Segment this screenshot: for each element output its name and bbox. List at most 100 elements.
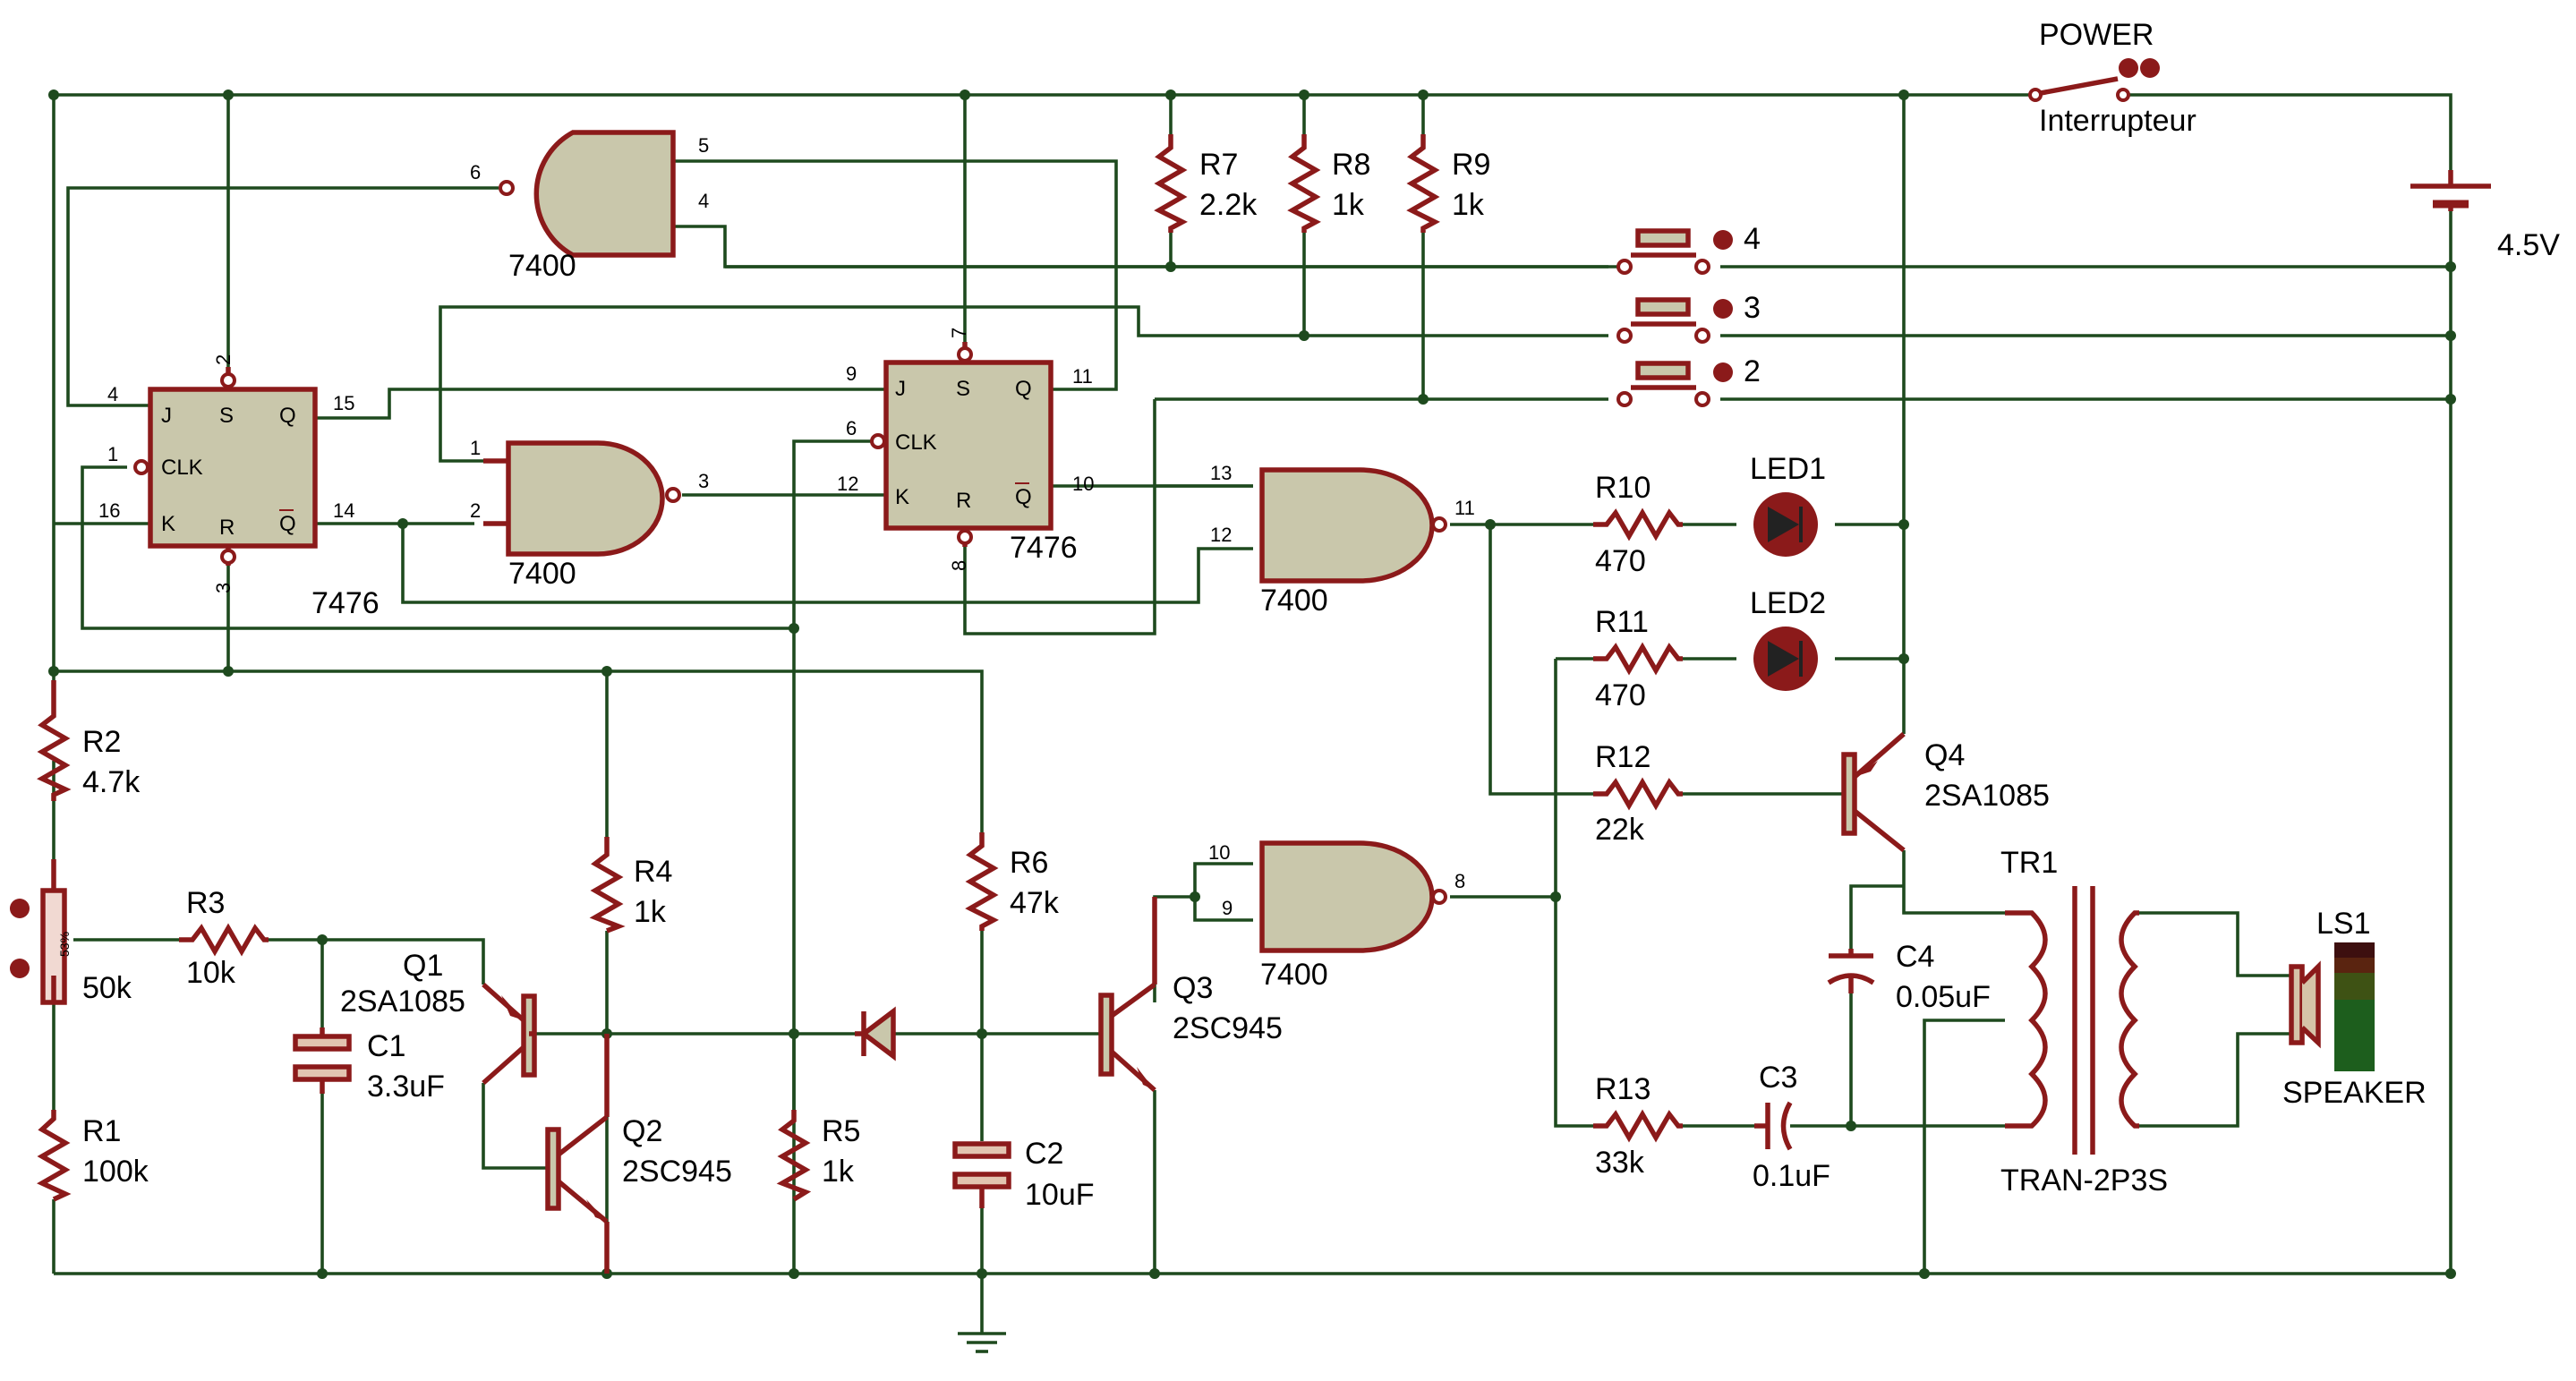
ls1-value: SPEAKER xyxy=(2282,1076,2427,1110)
ff1-q-label: Q xyxy=(279,404,296,428)
r4-value: 1k xyxy=(634,895,667,929)
r2-value: 4.7k xyxy=(82,765,141,799)
pot-down-icon[interactable] xyxy=(10,959,30,978)
r10-value: 470 xyxy=(1595,544,1646,578)
r9-name: R9 xyxy=(1452,148,1490,182)
pot-wiper-position: 53% xyxy=(57,932,72,957)
ff1-j-label: J xyxy=(161,404,172,428)
transformer-tr1: TR1 TRAN-2P3S xyxy=(2000,846,2168,1198)
r12-value: 22k xyxy=(1595,813,1645,847)
transistor-q2: Q2 2SC945 xyxy=(545,1034,732,1274)
button-2-icon[interactable] xyxy=(1713,362,1733,382)
pot-up-icon[interactable] xyxy=(10,899,30,918)
ff2-pin-r: 8 xyxy=(948,560,970,571)
r11-value: 470 xyxy=(1595,678,1646,712)
ff2-q-label: Q xyxy=(1015,377,1032,401)
button-4-icon[interactable] xyxy=(1713,230,1733,250)
button-3-icon[interactable] xyxy=(1713,299,1733,319)
r11-name: R11 xyxy=(1595,605,1649,639)
g2-pin-a: 1 xyxy=(470,437,481,459)
r2-name: R2 xyxy=(82,725,121,759)
capacitor-c2-plate-bottom xyxy=(952,1172,1011,1189)
g3-pin-b: 12 xyxy=(1210,524,1232,546)
ff2-pin-j: 9 xyxy=(846,362,857,385)
power-switch[interactable]: POWER Interrupteur xyxy=(2028,18,2196,138)
q4-value: 2SA1085 xyxy=(1924,779,2050,813)
q2-value: 2SC945 xyxy=(622,1155,732,1189)
resistor-r4 xyxy=(589,837,626,933)
c2-value: 10uF xyxy=(1025,1178,1095,1212)
power-off-icon[interactable] xyxy=(2140,58,2160,78)
c1-name: C1 xyxy=(367,1029,405,1063)
potentiometer[interactable]: 53% 50k xyxy=(10,859,132,1005)
resistor-r13 xyxy=(1593,1109,1683,1143)
ff2-clk-label: CLK xyxy=(895,430,937,455)
q1-name: Q1 xyxy=(403,949,443,983)
resistor-r10 xyxy=(1593,507,1683,541)
nand-gate-4: 10 9 8 7400 xyxy=(1208,840,1465,992)
ff1-s-label: S xyxy=(219,404,234,428)
led-2: LED2 xyxy=(1750,586,1826,691)
battery: 4.5V xyxy=(2410,170,2560,262)
ff1-pin-clk: 1 xyxy=(107,443,118,465)
capacitor-c1-plate-bottom xyxy=(293,1064,352,1082)
r12-name: R12 xyxy=(1595,740,1651,774)
resistor-r1 xyxy=(37,1110,72,1202)
r1-name: R1 xyxy=(82,1114,121,1148)
ff2-pin-qbar: 10 xyxy=(1072,473,1094,495)
battery-value: 4.5V xyxy=(2497,228,2560,262)
ff1-r-label: R xyxy=(219,516,235,540)
r3-value: 10k xyxy=(186,956,236,990)
r9-value: 1k xyxy=(1452,188,1485,222)
flipflop-2: J CLK K S R Q Q 9 6 12 7 8 11 10 7476 xyxy=(837,328,1094,571)
pot-value: 50k xyxy=(82,971,132,1005)
nand-gate-1: 5 4 6 7400 xyxy=(470,130,709,283)
diode xyxy=(855,1006,896,1061)
g4-pin-b: 9 xyxy=(1222,897,1233,919)
r13-value: 33k xyxy=(1595,1146,1645,1180)
q3-name: Q3 xyxy=(1173,971,1213,1005)
g2-pin-out: 3 xyxy=(698,470,709,492)
c4-name: C4 xyxy=(1896,940,1934,974)
r6-name: R6 xyxy=(1010,846,1048,880)
resistors xyxy=(37,134,1683,1202)
pushbutton-3[interactable]: 3 xyxy=(1616,291,1761,344)
ff1-pin-j: 4 xyxy=(107,383,118,405)
flipflop-1: J CLK K S R Q Q 4 1 16 2 3 15 14 7476 xyxy=(98,354,380,620)
speaker-ls1: LS1 SPEAKER xyxy=(2282,907,2427,1110)
capacitors: C1 3.3uF C2 10uF C3 0.1uF C4 0.05uF xyxy=(293,940,1991,1212)
r4-name: R4 xyxy=(634,855,672,889)
capacitor-c1-plate-top xyxy=(293,1034,352,1052)
tr1-value: TRAN-2P3S xyxy=(2000,1164,2168,1198)
resistor-r3 xyxy=(179,923,269,957)
ff1-pin-r: 3 xyxy=(212,583,235,593)
led1-name: LED1 xyxy=(1750,452,1826,486)
nand-gate-3: 13 12 11 7400 xyxy=(1210,462,1475,618)
transistor-q4: Q4 2SA1085 xyxy=(1841,731,2050,853)
ff1-pin-q: 15 xyxy=(333,392,354,414)
q4-name: Q4 xyxy=(1924,738,1965,772)
resistor-r9 xyxy=(1406,134,1440,233)
g3-pin-out: 11 xyxy=(1454,497,1475,519)
pushbutton-4[interactable]: 4 xyxy=(725,222,1761,275)
g3-pin-a: 13 xyxy=(1210,462,1232,484)
c3-name: C3 xyxy=(1759,1061,1797,1095)
pushbutton-2[interactable]: 2 xyxy=(1616,354,1761,407)
ff2-name: 7476 xyxy=(1010,531,1078,565)
ff1-name: 7476 xyxy=(311,586,380,620)
g1-pin-out: 6 xyxy=(470,161,481,183)
resistor-r2 xyxy=(37,680,72,801)
ff1-qbar-label: Q xyxy=(279,512,296,536)
ff1-pin-s: 2 xyxy=(212,354,235,365)
g4-name: 7400 xyxy=(1260,958,1328,992)
ff1-pin-k: 16 xyxy=(98,499,120,522)
resistor-r12 xyxy=(1593,777,1683,811)
junctions xyxy=(48,90,2456,1279)
led-1: LED1 xyxy=(1750,452,1826,557)
g1-name: 7400 xyxy=(508,249,576,283)
ff2-k-label: K xyxy=(895,485,909,509)
power-on-icon[interactable] xyxy=(2119,58,2138,78)
ff1-k-label: K xyxy=(161,512,175,536)
